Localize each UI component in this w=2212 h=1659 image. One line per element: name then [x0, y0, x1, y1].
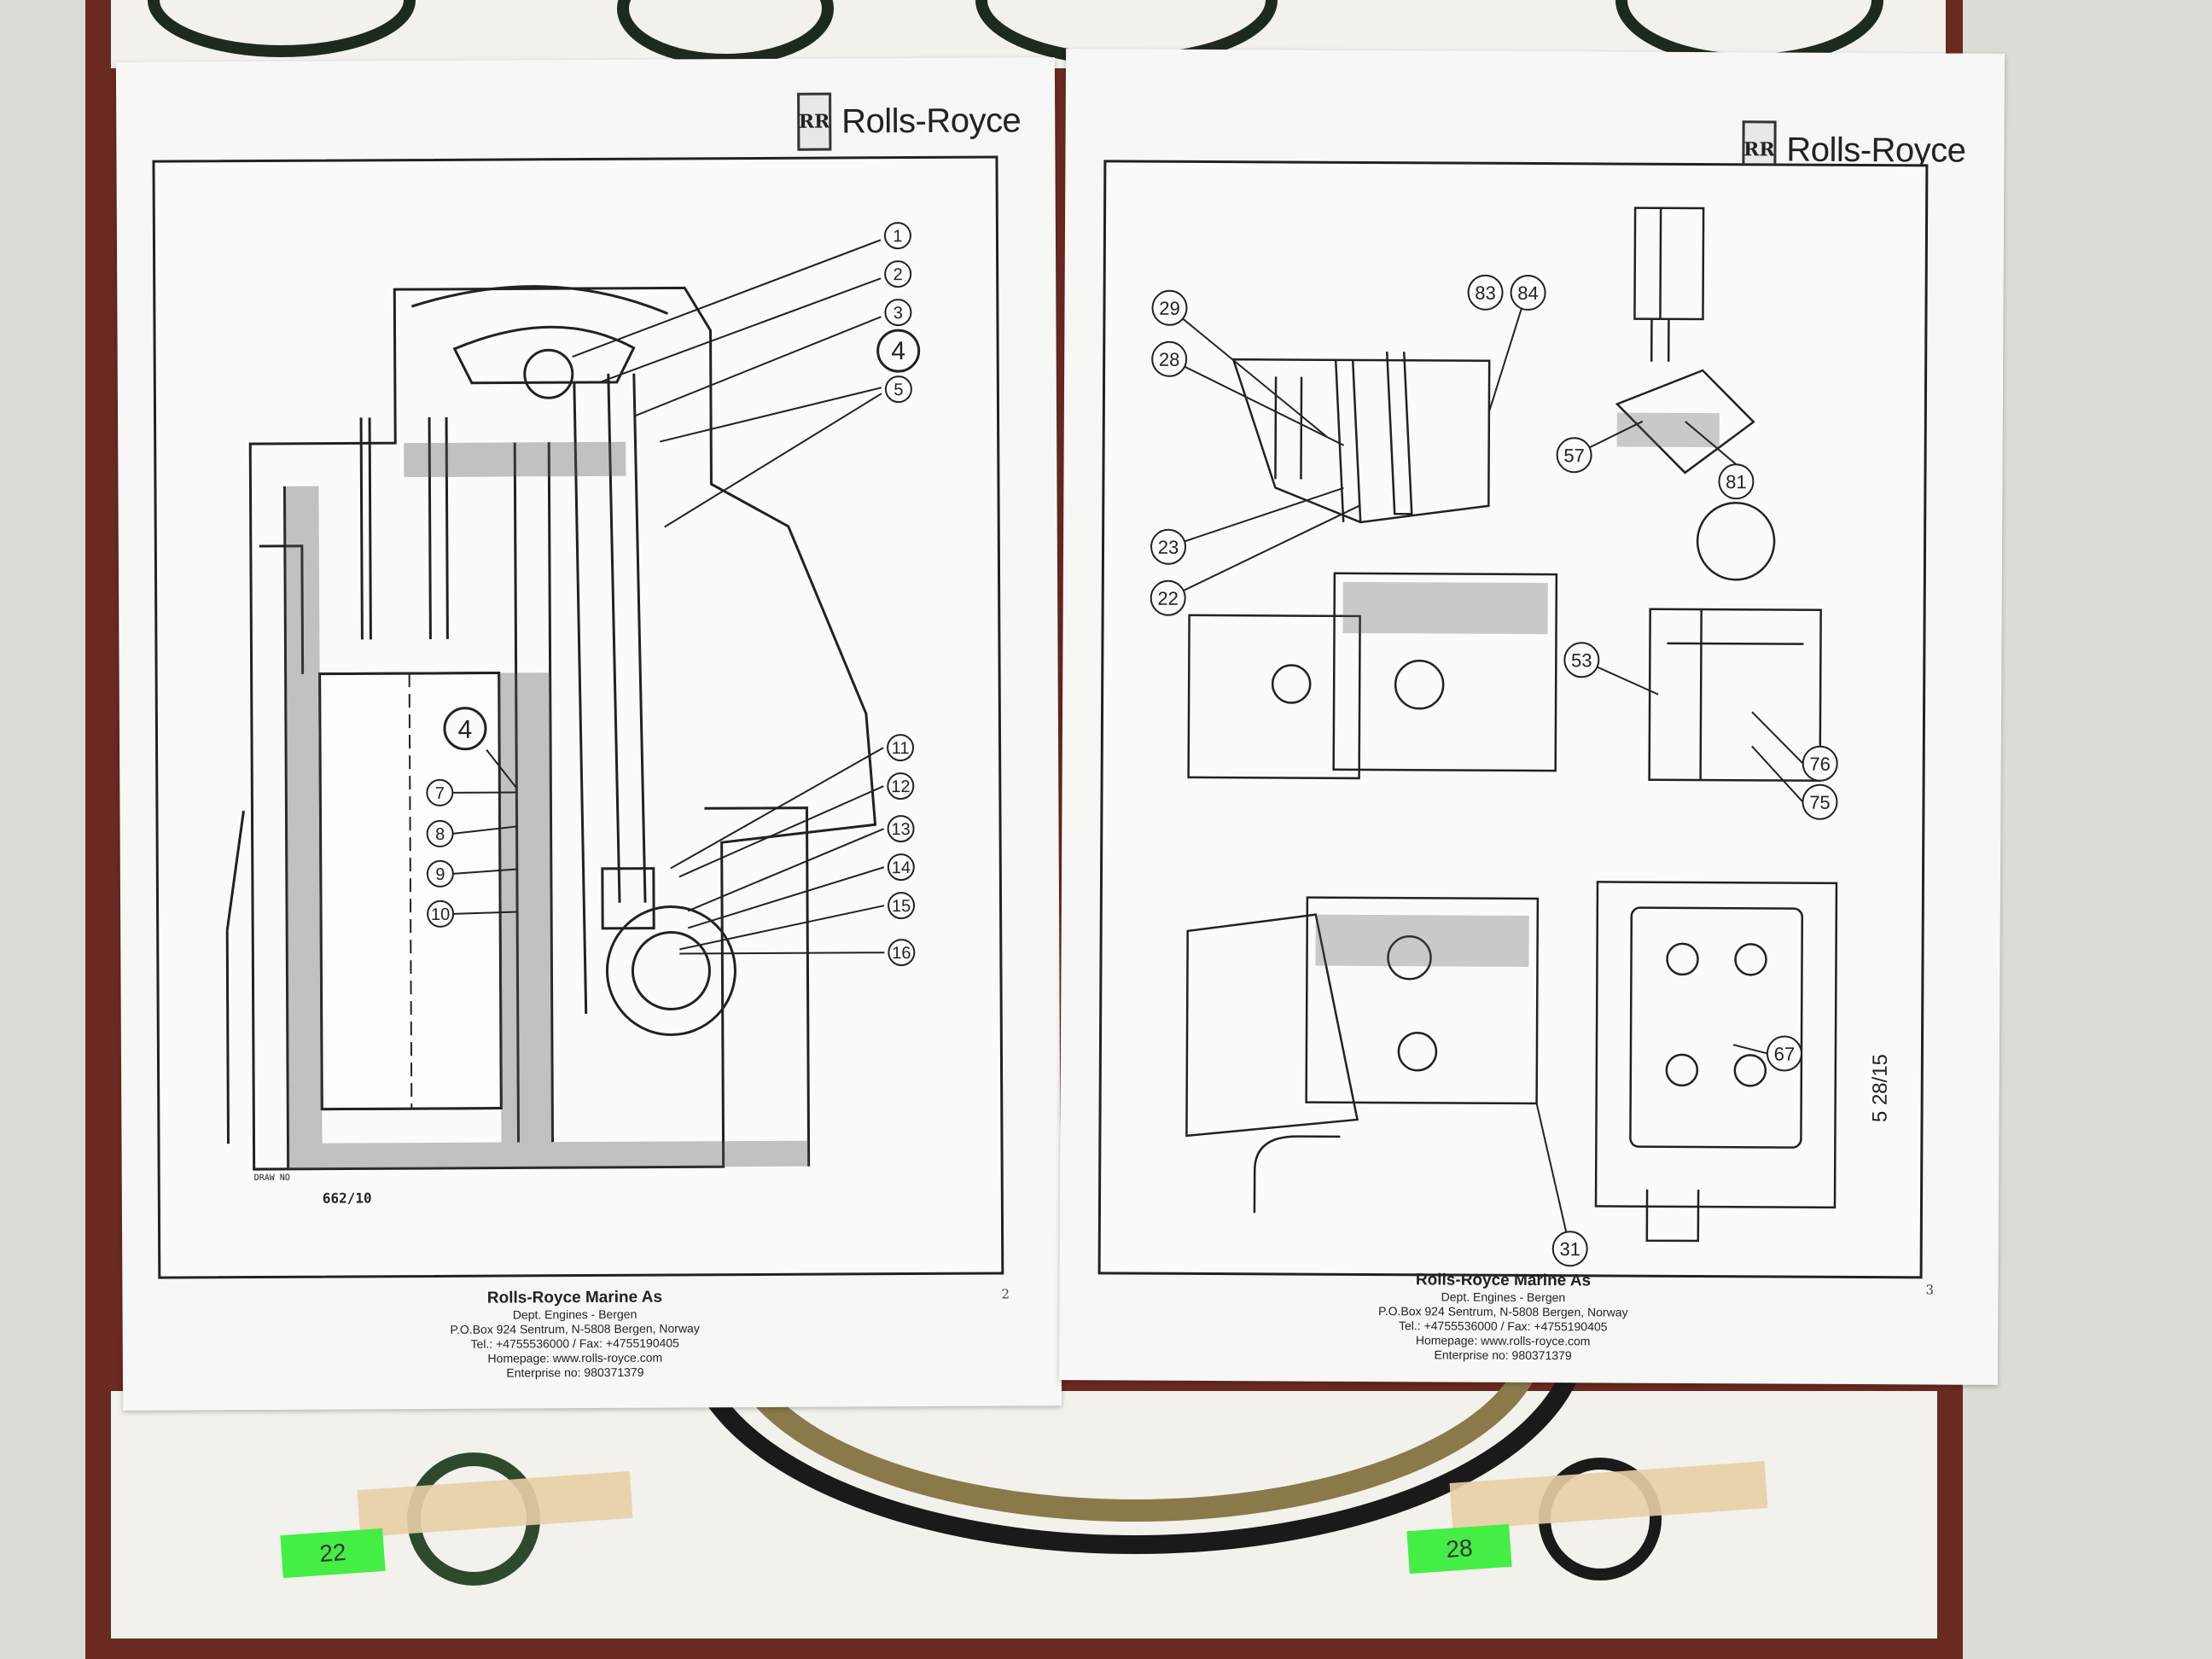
callout-3: 3: [884, 299, 912, 327]
callout-2-label: 2: [894, 265, 903, 284]
callout-12: 12: [887, 772, 915, 800]
callout-9: 9: [426, 859, 454, 888]
callout-29-label: 29: [1159, 298, 1180, 319]
callout-81: 81: [1718, 463, 1755, 500]
callout-9-label: 9: [435, 865, 445, 884]
callout-16: 16: [888, 939, 916, 967]
callout-3-label: 3: [894, 304, 903, 323]
callout-5-label: 5: [894, 381, 903, 399]
footer-company: Rolls-Royce Marine As: [486, 1288, 663, 1307]
page-number-left: 2: [1001, 1286, 1010, 1302]
callout-15-label: 15: [892, 897, 911, 916]
brand-logo-left: RR Rolls-Royce: [796, 91, 1022, 151]
right-page: RR Rolls-Royce: [1058, 49, 2005, 1385]
callout-67: 67: [1766, 1035, 1802, 1072]
footer-enterprise: Enterprise no: 980371379: [1434, 1348, 1572, 1363]
brand-name: Rolls-Royce: [841, 101, 1022, 140]
sticker-22-label: 22: [318, 1538, 347, 1568]
callout-31: 31: [1551, 1231, 1588, 1267]
callout-57-label: 57: [1563, 445, 1585, 466]
footer-right: Rolls-Royce Marine As Dept. Engines - Be…: [1298, 1271, 1708, 1365]
callout-28: 28: [1151, 341, 1188, 377]
manual-booklet: RR Rolls-Royce: [115, 49, 2005, 1411]
callout-11: 11: [887, 734, 915, 762]
callout-4-mid-label: 4: [458, 716, 473, 744]
callout-83: 83: [1467, 274, 1504, 311]
callout-4-mid: 4: [443, 707, 487, 751]
callout-84: 84: [1510, 274, 1546, 311]
drawing-frame-right: 83 84 29 28 57 81 23 22 53 76 75 67 31 5…: [1097, 160, 1929, 1279]
callout-29: 29: [1151, 289, 1188, 326]
callout-22: 22: [1150, 579, 1186, 616]
callout-10-label: 10: [431, 905, 450, 924]
callout-2: 2: [884, 260, 912, 288]
footer-left: Rolls-Royce Marine As Dept. Engines - Be…: [370, 1288, 780, 1382]
callout-10: 10: [427, 899, 455, 928]
page-number-right: 3: [1925, 1282, 1935, 1298]
callout-8: 8: [426, 819, 454, 847]
callout-8-label: 8: [435, 825, 445, 844]
callout-15: 15: [888, 892, 916, 920]
callout-84-label: 84: [1517, 282, 1539, 304]
callout-13: 13: [887, 815, 915, 843]
callout-53-label: 53: [1571, 649, 1592, 671]
callout-28-label: 28: [1159, 349, 1180, 370]
callout-1: 1: [883, 222, 911, 250]
callout-83-label: 83: [1475, 282, 1496, 304]
callout-4-top-label: 4: [891, 337, 905, 365]
callout-12-label: 12: [891, 777, 910, 796]
left-page: RR Rolls-Royce: [115, 57, 1062, 1411]
sticker-28: 28: [1406, 1523, 1512, 1575]
callout-5: 5: [884, 375, 912, 404]
callout-23: 23: [1150, 528, 1187, 565]
sticker-28-label: 28: [1445, 1534, 1474, 1563]
callout-31-label: 31: [1559, 1238, 1580, 1260]
callout-76: 76: [1802, 745, 1838, 782]
callout-11-label: 11: [892, 739, 910, 758]
drawing-reference: 5 28/15: [1869, 1054, 1892, 1122]
callout-7-label: 7: [435, 784, 445, 803]
callout-76-label: 76: [1809, 754, 1831, 775]
footer-company: Rolls-Royce Marine As: [1415, 1271, 1592, 1290]
callout-75-label: 75: [1809, 792, 1831, 813]
callout-16-label: 16: [892, 944, 911, 963]
drawing-number-label: DRAW NO: [253, 1173, 290, 1184]
callout-14: 14: [887, 853, 915, 882]
callout-4-top: 4: [876, 329, 921, 373]
callout-22-label: 22: [1157, 588, 1179, 609]
drawing-number: 662/10: [322, 1190, 372, 1207]
callout-7: 7: [426, 778, 454, 806]
cylinder-head-exploded-drawing: [1185, 207, 1838, 1243]
callout-53: 53: [1563, 642, 1600, 678]
sticker-22: 22: [280, 1528, 386, 1579]
callout-1-label: 1: [893, 227, 902, 246]
footer-enterprise: Enterprise no: 980371379: [506, 1365, 644, 1380]
callout-layer-left: 1 2 3 4 5 4 7 8 9 10 11 12 13 14 15 16: [426, 222, 921, 967]
callout-14-label: 14: [892, 859, 911, 877]
callout-13-label: 13: [891, 820, 910, 839]
callout-layer-right: 83 84 29 28 57 81 23 22 53 76 75 67 31 5…: [1150, 274, 1892, 1267]
callout-75: 75: [1802, 783, 1838, 820]
drawing-frame-left: 1 2 3 4 5 4 7 8 9 10 11 12 13 14 15 16: [152, 155, 1004, 1279]
callout-23-label: 23: [1158, 537, 1179, 558]
callout-81-label: 81: [1726, 471, 1747, 492]
callout-67-label: 67: [1774, 1043, 1796, 1064]
callout-57: 57: [1556, 437, 1592, 474]
rr-monogram-icon: RR: [796, 92, 832, 151]
